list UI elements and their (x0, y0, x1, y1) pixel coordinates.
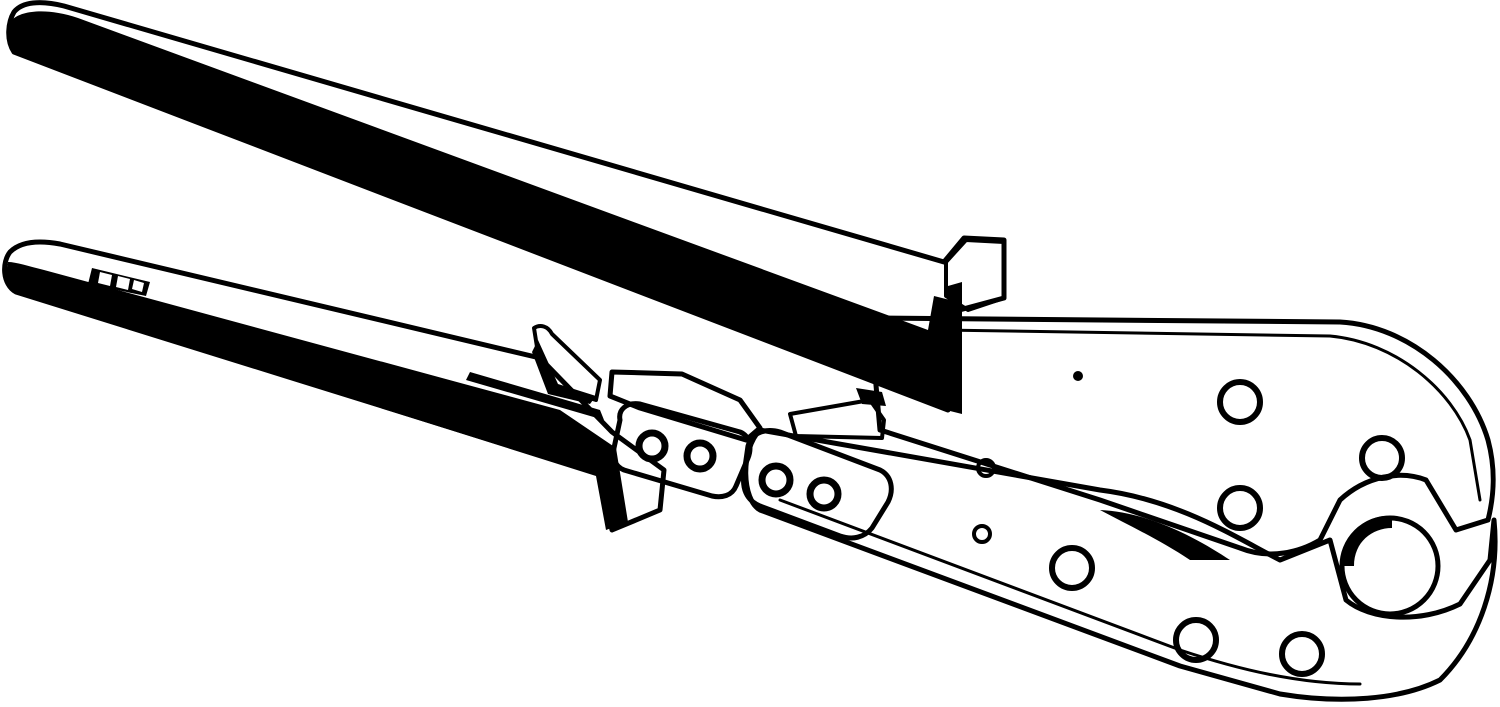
pivot-rivet (1279, 631, 1325, 677)
grip-logo-mark (88, 268, 150, 296)
pivot-rivet (1049, 545, 1095, 591)
upper-handle-cap-face (946, 282, 962, 414)
upper-handle (6, 0, 1007, 414)
ratchet-pawl (466, 324, 604, 420)
pivot-rivet (1217, 379, 1263, 425)
ratchet-housing (607, 369, 763, 443)
lower-handle-shadow (6, 262, 629, 530)
middle-link-plate (741, 428, 894, 541)
lower-handle-grip (2, 239, 667, 533)
upper-jaw-plate (867, 315, 1496, 557)
upper-handle-cap (944, 238, 1006, 312)
pivot-rivet (1359, 435, 1405, 481)
pivot-rivet (972, 524, 992, 544)
jaw-cavity (1100, 510, 1230, 560)
lower-handle (2, 239, 667, 533)
upper-handle-shadow (9, 11, 951, 412)
pivot-rivet (1217, 485, 1263, 531)
pivot-rivet (1073, 371, 1083, 381)
linkage-plates (607, 369, 894, 541)
lower-jaw-plate (743, 427, 1498, 702)
pivot-rivet (976, 458, 996, 478)
crimping-head (743, 315, 1498, 702)
pivot-rivet (1173, 617, 1219, 663)
